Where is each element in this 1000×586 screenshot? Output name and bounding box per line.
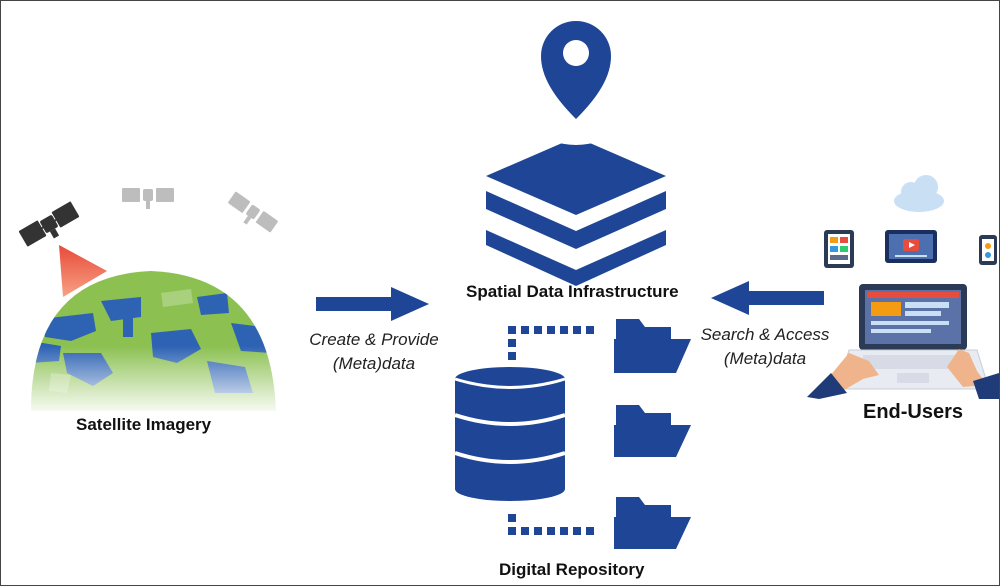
sdi-label: Spatial Data Infrastructure <box>466 282 679 301</box>
folder-icon <box>614 319 691 373</box>
create-provide-line1: Create & Provide <box>309 330 439 349</box>
map-pin-layers-icon <box>486 21 666 286</box>
database-icon <box>454 367 566 501</box>
folder-icon <box>614 405 691 457</box>
earth-icon <box>21 261 291 416</box>
monitor-icon <box>885 230 937 263</box>
search-access-line2: (Meta)data <box>723 349 807 368</box>
tablet-icon <box>824 230 854 268</box>
cloud-icon <box>894 175 944 212</box>
search-access-line1: Search & Access <box>700 325 830 344</box>
satellite-icon <box>228 191 278 233</box>
satellite-imagery-label: Satellite Imagery <box>76 415 212 434</box>
hands-icon <box>807 349 999 399</box>
dotted-connector <box>508 514 594 535</box>
create-arrow-icon <box>316 287 429 321</box>
end-users-label: End-Users <box>863 401 964 423</box>
laptop-icon <box>836 284 990 390</box>
create-provide-line2: (Meta)data <box>332 354 416 373</box>
satellite-icon <box>122 188 174 209</box>
beam-icon <box>59 245 107 297</box>
phone-icon <box>979 235 997 265</box>
folder-icon <box>614 497 691 549</box>
search-arrow-icon <box>711 281 824 315</box>
search-access-label: Search & Access (Meta)data <box>687 323 843 371</box>
satellite-icon <box>18 201 80 247</box>
dotted-connector <box>508 326 594 360</box>
digital-repository-label: Digital Repository <box>499 560 645 579</box>
create-provide-label: Create & Provide (Meta)data <box>299 328 449 376</box>
